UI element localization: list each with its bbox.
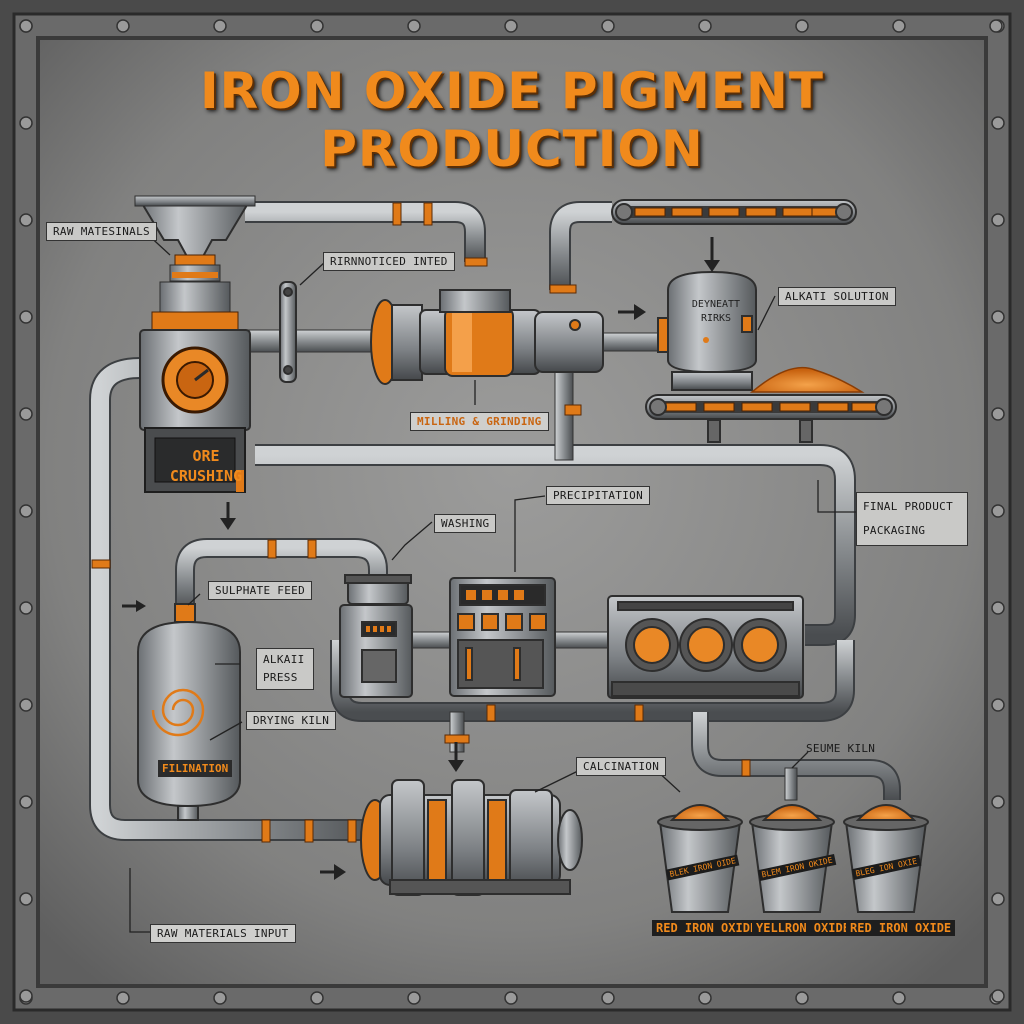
rivet bbox=[795, 19, 809, 33]
rivet bbox=[19, 892, 33, 906]
ore-crushing-label: ORE CRUSHING bbox=[169, 447, 243, 485]
leader-lines bbox=[129, 231, 856, 933]
rivet bbox=[989, 19, 1003, 33]
washing-unit bbox=[339, 574, 413, 698]
rivet bbox=[504, 991, 518, 1005]
tank-plate-text: DEYNEATT RIRKS bbox=[691, 299, 741, 324]
rivet bbox=[991, 892, 1005, 906]
calcination-kiln bbox=[360, 779, 583, 896]
rivet bbox=[19, 601, 33, 615]
rivet bbox=[213, 19, 227, 33]
flow-arrows bbox=[122, 237, 720, 880]
rivet bbox=[116, 991, 130, 1005]
rivet bbox=[19, 407, 33, 421]
page-title: IRON OXIDE PIGMENT PRODUCTION bbox=[200, 62, 824, 178]
rivet bbox=[310, 19, 324, 33]
label-alkati-solution: ALKATI SOLUTION bbox=[778, 287, 896, 306]
rivet bbox=[19, 19, 33, 33]
rivet bbox=[19, 310, 33, 324]
ore-crusher-machine bbox=[134, 195, 256, 493]
label-raw-materials: RAW MATESINALS bbox=[46, 222, 157, 241]
label-sulphate-feed: SULPHATE FEED bbox=[208, 581, 312, 600]
pipe-network bbox=[89, 201, 901, 843]
precipitation-control-unit bbox=[449, 577, 556, 697]
rivet bbox=[795, 991, 809, 1005]
rivet bbox=[19, 698, 33, 712]
rivet bbox=[407, 19, 421, 33]
label-final-product-packaging: FINAL PRODUCT PACKAGING bbox=[856, 492, 968, 546]
filination-label: FILINATION bbox=[158, 760, 233, 777]
rivet bbox=[991, 698, 1005, 712]
rivet bbox=[991, 795, 1005, 809]
label-raw-materials-input: RAW MATERIALS INPUT bbox=[150, 924, 296, 943]
lever-mechanism bbox=[279, 281, 297, 383]
rivet bbox=[991, 504, 1005, 518]
rivet bbox=[310, 991, 324, 1005]
triple-dial-machine bbox=[607, 595, 804, 699]
rivet bbox=[601, 991, 615, 1005]
label-calcination: CALCINATION bbox=[576, 757, 667, 776]
rivet bbox=[991, 601, 1005, 615]
rivet bbox=[892, 19, 906, 33]
label-drying-kiln: DRYING KILN bbox=[246, 711, 337, 730]
rivet bbox=[601, 19, 615, 33]
rivet bbox=[698, 991, 712, 1005]
label-rirnnoticed-inted: RIRNNOTICED INTED bbox=[323, 252, 455, 271]
bucket-caption-3: RED IRON OXIDE bbox=[846, 920, 956, 936]
lower-conveyor bbox=[645, 394, 897, 443]
label-seume-kiln: SEUME KILN bbox=[806, 742, 876, 755]
product-buckets bbox=[657, 804, 929, 913]
rivet bbox=[19, 213, 33, 227]
alkali-tank bbox=[657, 270, 757, 391]
rivet bbox=[991, 213, 1005, 227]
top-conveyor bbox=[611, 199, 857, 225]
rivet bbox=[504, 19, 518, 33]
pigment-pile bbox=[749, 366, 865, 393]
rivet bbox=[19, 989, 33, 1003]
bucket-caption-2: YELLRON OXIDE bbox=[752, 920, 854, 936]
rivet bbox=[892, 991, 906, 1005]
rivet bbox=[19, 116, 33, 130]
bucket-caption-1: RED IRON OXIDE bbox=[652, 920, 762, 936]
rivet bbox=[991, 407, 1005, 421]
bucket-red-iron-oxide-2 bbox=[843, 804, 929, 913]
rivet bbox=[698, 19, 712, 33]
rivet bbox=[19, 504, 33, 518]
rivet bbox=[991, 310, 1005, 324]
rivet bbox=[116, 19, 130, 33]
label-precipitation: PRECIPITATION bbox=[546, 486, 650, 505]
filtration-tank bbox=[137, 603, 241, 821]
rivet bbox=[991, 116, 1005, 130]
milling-grinding-machine bbox=[370, 289, 604, 385]
rivet bbox=[407, 991, 421, 1005]
label-washing: WASHING bbox=[434, 514, 497, 533]
rivet bbox=[19, 795, 33, 809]
rivet bbox=[991, 989, 1005, 1003]
rivet bbox=[213, 991, 227, 1005]
label-milling-grinding: MILLING & GRINDING bbox=[410, 412, 549, 431]
label-alkaii-press: ALKAII PRESS bbox=[256, 648, 314, 690]
